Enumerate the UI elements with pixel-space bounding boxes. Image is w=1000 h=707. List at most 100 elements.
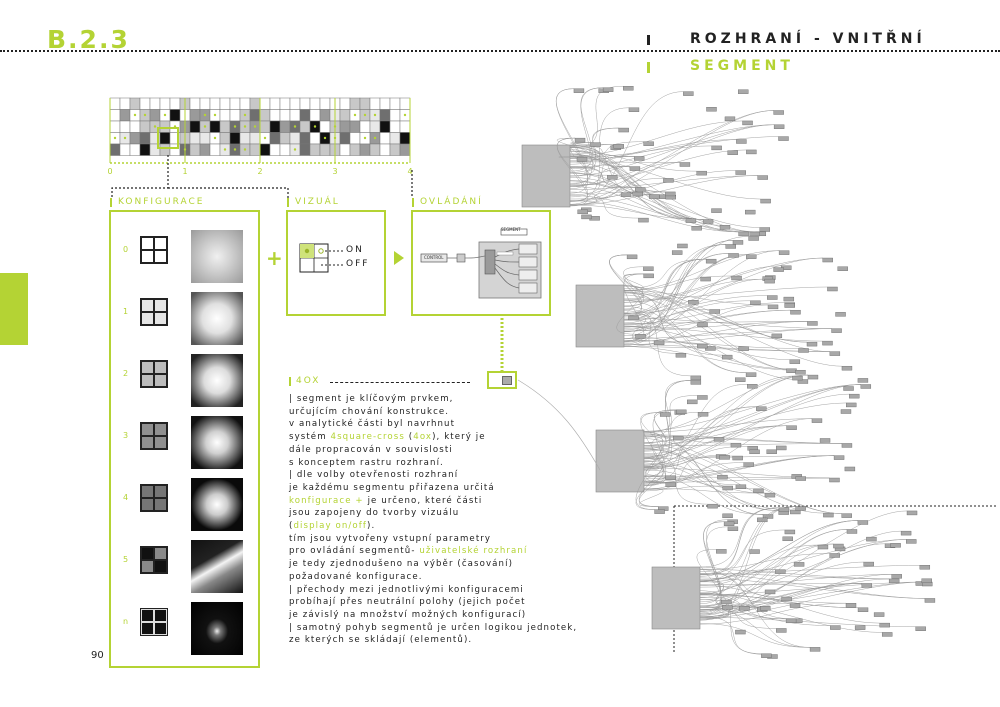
strip-cell: [400, 133, 410, 145]
strip-cell: [120, 121, 130, 133]
ovladani-label: OVLÁDÁNÍ: [420, 197, 483, 207]
strip-cell: [140, 121, 150, 133]
cluster-block: [522, 145, 570, 207]
node-cluster: [596, 375, 871, 522]
graph-node: [746, 150, 756, 154]
fourx-marker: [289, 377, 291, 386]
strip-cell: [360, 121, 370, 133]
strip-cell: [320, 121, 330, 133]
graph-node: [688, 300, 698, 304]
title-marker: [647, 35, 650, 45]
graph-node: [726, 244, 736, 248]
graph-node: [627, 255, 637, 259]
graph-node: [687, 400, 697, 404]
strip-cell: [210, 98, 220, 110]
graph-node: [733, 456, 743, 460]
graph-node: [787, 426, 797, 430]
graph-node: [832, 329, 842, 333]
graph-node: [710, 309, 720, 313]
plus-sign: +: [266, 246, 283, 270]
strip-cell: [350, 133, 360, 145]
graph-node: [858, 520, 868, 524]
strip-dot: [354, 114, 356, 116]
graph-node: [889, 579, 899, 583]
fourx-dashed-rule: [330, 382, 470, 383]
strip-cell: [270, 98, 280, 110]
config-number: 0: [123, 245, 128, 254]
graph-node: [673, 436, 683, 440]
graph-node: [691, 380, 701, 384]
subtitle-marker: [647, 62, 650, 73]
graph-node: [733, 240, 743, 244]
config-grid-icon: [140, 546, 168, 574]
strip-dot: [364, 137, 366, 139]
highlight-term: 4ox: [413, 432, 432, 442]
chapter-tab: [0, 273, 28, 345]
graph-node: [834, 456, 844, 460]
graph-node: [756, 407, 766, 411]
graph-node: [772, 334, 782, 338]
graph-node: [723, 514, 733, 518]
graph-node: [722, 605, 732, 609]
graph-node: [808, 375, 818, 379]
graph-node: [750, 450, 760, 454]
strip-cell: [340, 121, 350, 133]
text-segment: systém: [289, 432, 331, 442]
strip-cell: [270, 121, 280, 133]
graph-node: [697, 395, 707, 399]
highlight-term: konfigurace +: [289, 496, 364, 506]
strip-cell: [340, 133, 350, 145]
strip-dot: [154, 125, 156, 127]
graph-node: [760, 606, 770, 610]
strip-cell: [140, 98, 150, 110]
graph-node: [736, 140, 746, 144]
graph-node: [692, 226, 702, 230]
graph-node: [830, 352, 840, 356]
graph-node: [575, 138, 585, 142]
graph-node: [720, 455, 730, 459]
graph-node: [844, 387, 854, 391]
strip-cell: [130, 121, 140, 133]
graph-node: [829, 478, 839, 482]
graph-node: [747, 384, 757, 388]
graph-node: [739, 232, 749, 236]
strip-cell: [280, 133, 290, 145]
strip-cell: [280, 121, 290, 133]
graph-node: [621, 193, 631, 197]
vizual-label: VIZUÁL: [295, 197, 340, 207]
graph-node: [750, 301, 760, 305]
strip-cell: [300, 98, 310, 110]
graph-node: [790, 604, 800, 608]
control-node-tag: CONTROL: [424, 255, 444, 260]
graph-node: [838, 267, 848, 271]
graph-node: [823, 513, 833, 517]
strip-cell: [380, 121, 390, 133]
text-segment: ), který je: [432, 432, 486, 442]
graph-node: [767, 450, 777, 454]
graph-node: [676, 410, 686, 414]
strip-cell: [160, 121, 170, 133]
graph-node: [665, 192, 675, 196]
node-cluster: [652, 506, 935, 658]
strip-dot: [294, 125, 296, 127]
cluster-block: [576, 285, 624, 347]
graph-node: [638, 218, 648, 222]
highlight-term: 4square-cross: [331, 432, 405, 442]
graph-node: [630, 167, 640, 171]
header-dotted-rule: [0, 50, 1000, 52]
graph-node: [745, 210, 755, 214]
strip-cell: [120, 98, 130, 110]
graph-node: [775, 570, 785, 574]
text-segment: v analytické části byl navrhnut: [289, 419, 455, 429]
text-segment: je tedy zjednodušeno na výběr (časování): [289, 559, 513, 569]
graph-node: [635, 187, 645, 191]
graph-node: [732, 276, 742, 280]
graph-node: [823, 258, 833, 262]
graph-node: [794, 562, 804, 566]
text-segment: je každému segmentu přiřazena určitá: [289, 483, 495, 493]
graph-node: [849, 394, 859, 398]
config-number: 1: [123, 307, 128, 316]
graph-node: [822, 341, 832, 345]
graph-node: [743, 121, 753, 125]
graph-node: [721, 600, 731, 604]
